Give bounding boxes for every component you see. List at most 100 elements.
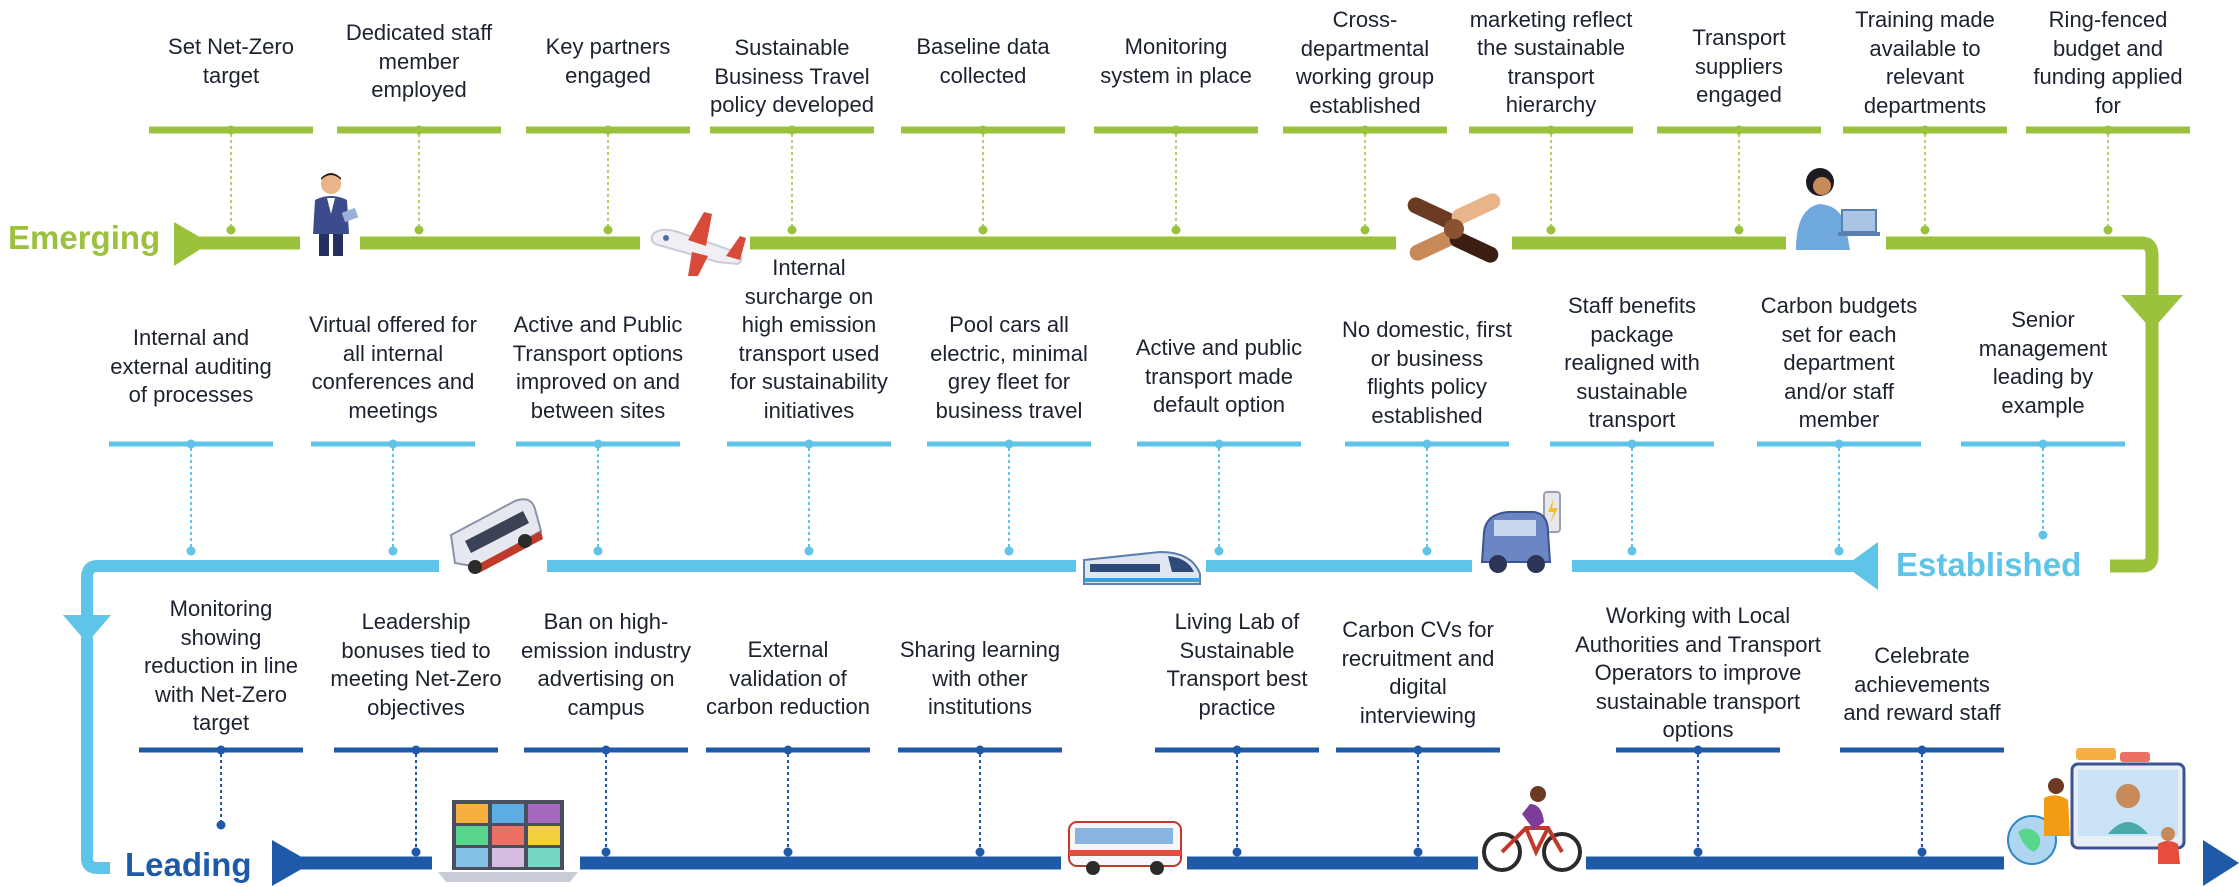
milestone-bottom-dot — [603, 225, 613, 235]
milestone-top-dot — [388, 439, 398, 449]
milestone-label: External validation of carbon reduction — [706, 637, 870, 719]
milestone-label: Baseline data collected — [916, 34, 1050, 88]
businessman-reading-icon — [300, 172, 360, 262]
milestone-top-dot — [783, 745, 793, 755]
milestone-label: Dedicated staff member employed — [345, 20, 493, 102]
milestone-label: Senior management leading by example — [1978, 307, 2108, 418]
milestone-top-dot — [593, 439, 603, 449]
milestone-bottom-dot — [1917, 847, 1927, 857]
joined-hands-icon — [1396, 191, 1512, 269]
city-bus-icon — [1061, 814, 1187, 880]
milestone-top-dot — [1627, 439, 1637, 449]
milestone-top-dot — [1214, 439, 1224, 449]
milestone-bottom-dot — [1734, 225, 1744, 235]
video-conference-laptop-icon — [432, 794, 580, 886]
milestone-label: Ring-fenced budget and funding applied f… — [2033, 7, 2183, 118]
milestone-top-dot — [1546, 125, 1556, 135]
milestone-top-dot — [978, 125, 988, 135]
milestone-top-dot — [1422, 439, 1432, 449]
milestones-established — [109, 439, 2125, 556]
milestone-top-dot — [414, 125, 424, 135]
milestone-bottom-dot — [1422, 546, 1432, 556]
cyclist-icon — [1478, 780, 1586, 876]
milestone-bottom-dot — [783, 847, 793, 857]
milestone-top-dot — [186, 439, 196, 449]
milestone-top-dot — [226, 125, 236, 135]
stage-label-leading: Leading — [125, 846, 252, 883]
milestone-top-dot — [975, 745, 985, 755]
milestone-bottom-dot — [1834, 546, 1844, 556]
milestone-label: Key partners engaged — [545, 34, 671, 88]
milestone-label: Monitoring system in place — [1100, 34, 1252, 88]
milestone-top-dot — [1004, 439, 1014, 449]
milestone-bottom-dot — [601, 847, 611, 857]
milestone-bottom-dot — [414, 225, 424, 235]
milestone-bottom-dot — [1360, 225, 1370, 235]
milestone-bottom-dot — [975, 847, 985, 857]
milestones-leading — [139, 745, 2004, 857]
milestone-bottom-dot — [804, 546, 814, 556]
milestone-bottom-dot — [1232, 847, 1242, 857]
milestone-label: Working with Local Authorities and Trans… — [1575, 603, 1821, 742]
stage-label-established: Established — [1896, 546, 2082, 583]
milestone-label: Transport suppliers engaged — [1692, 25, 1786, 107]
milestone-label: Living Lab of Sustainable Transport best… — [1166, 609, 1308, 720]
milestone-bottom-dot — [1214, 546, 1224, 556]
milestone-label: Cross-departmental working group establi… — [1295, 7, 1435, 118]
milestone-bottom-dot — [2103, 225, 2113, 235]
milestone-top-dot — [2103, 125, 2113, 135]
coach-bus-icon — [439, 489, 547, 577]
airplane-icon — [640, 202, 750, 280]
milestone-top-dot — [1920, 125, 1930, 135]
milestone-label: Pool cars all electric, minimal grey fle… — [930, 312, 1088, 423]
milestone-bottom-dot — [2038, 530, 2048, 540]
milestone-label: Staff benefits package realigned with su… — [1564, 293, 1700, 432]
stage-label-emerging: Emerging — [8, 219, 161, 256]
milestone-bottom-dot — [226, 225, 236, 235]
milestone-label: Internal surcharge on high emission tran… — [730, 255, 888, 423]
milestone-bottom-dot — [978, 225, 988, 235]
milestone-bottom-dot — [216, 820, 226, 830]
milestone-bottom-dot — [388, 546, 398, 556]
milestone-top-dot — [1693, 745, 1703, 755]
milestone-bottom-dot — [1627, 546, 1637, 556]
milestone-top-dot — [2038, 439, 2048, 449]
milestone-label: Carbon CVs for recruitment and digital i… — [1341, 617, 1495, 728]
milestone-label: Celebrate achievements and reward staff — [1843, 643, 2001, 725]
milestone-top-dot — [1834, 439, 1844, 449]
milestone-bottom-dot — [1693, 847, 1703, 857]
milestones-emerging — [149, 125, 2190, 235]
milestone-label: Carbon budgets set for each department a… — [1760, 293, 1918, 432]
milestone-top-dot — [1917, 745, 1927, 755]
milestone-top-dot — [601, 745, 611, 755]
woman-with-laptop-icon — [1786, 158, 1886, 254]
milestone-bottom-dot — [1546, 225, 1556, 235]
milestone-label: Training made available to relevant depa… — [1855, 7, 1995, 118]
online-meeting-globe-icon — [2004, 744, 2200, 872]
milestone-label: Comms and marketing reflect the sustaina… — [1469, 0, 1633, 117]
milestone-label: No domestic, first or business flights p… — [1342, 317, 1512, 428]
milestone-top-dot — [603, 125, 613, 135]
milestone-label: Active and Public Transport options impr… — [512, 312, 684, 423]
milestone-label: Sustainable Business Travel policy devel… — [710, 35, 874, 117]
milestone-top-dot — [1232, 745, 1242, 755]
milestone-bottom-dot — [593, 546, 603, 556]
milestone-top-dot — [787, 125, 797, 135]
milestone-bottom-dot — [787, 225, 797, 235]
milestone-top-dot — [1360, 125, 1370, 135]
electric-car-charging-icon — [1472, 488, 1572, 584]
milestone-label: Internal and external auditing of proces… — [110, 325, 272, 407]
milestone-label: Ban on high-emission industry advertisin… — [521, 609, 691, 720]
milestone-bottom-dot — [1004, 546, 1014, 556]
milestone-bottom-dot — [1920, 225, 1930, 235]
milestone-label: Monitoring showing reduction in line wit… — [143, 596, 299, 735]
milestone-label: Leadership bonuses tied to meeting Net-Z… — [330, 609, 502, 720]
high-speed-train-icon — [1076, 536, 1206, 594]
milestone-top-dot — [804, 439, 814, 449]
milestone-bottom-dot — [186, 546, 196, 556]
milestone-top-dot — [1171, 125, 1181, 135]
milestone-top-dot — [216, 745, 226, 755]
milestone-top-dot — [1734, 125, 1744, 135]
milestone-bottom-dot — [411, 847, 421, 857]
